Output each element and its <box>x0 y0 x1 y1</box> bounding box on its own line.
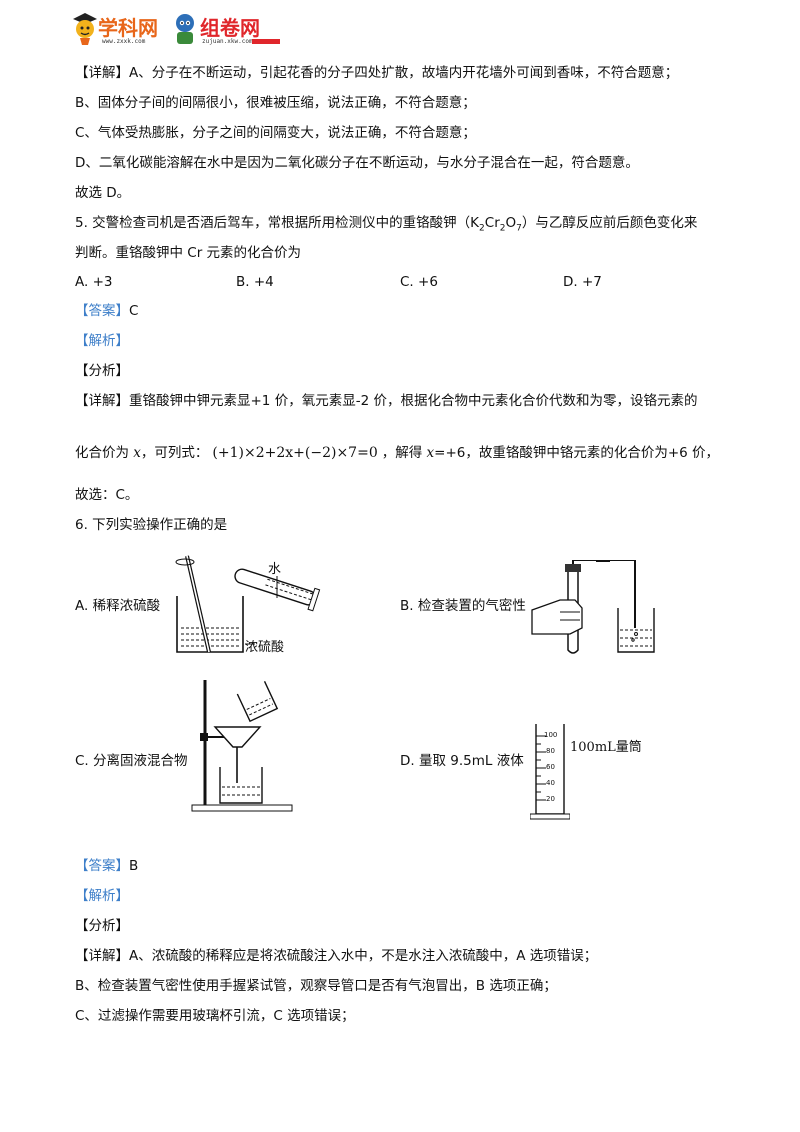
q4-detail-c: C、气体受热膨胀，分子之间的间隔变大，说法正确，不符合题意； <box>75 125 476 141</box>
q4-detail-b: B、固体分子间的间隔很小，很难被压缩，说法正确，不符合题意； <box>75 95 476 111</box>
q5-o: O <box>505 215 517 231</box>
q6-detail-a: A、浓硫酸的稀释应是将浓硫酸注入水中，不是水注入浓硫酸中，A 选项错误； <box>129 948 598 964</box>
cylinder-tick-60: 60 <box>546 763 555 771</box>
q5-choose: 故选：C。 <box>75 487 139 503</box>
q5-variable-x: x <box>133 445 141 461</box>
q5-detail-text2c: ，解得 <box>381 445 427 461</box>
graduate-mascot-icon <box>73 13 97 45</box>
figure-filtration <box>190 675 300 815</box>
logo2-url: zujuan.xkw.com <box>202 38 253 45</box>
q5-detail-text2a: 化合价为 <box>75 445 134 461</box>
q6-option-c: C. 分离固液混合物 <box>75 753 188 769</box>
q5-variable-x2: x <box>426 445 435 461</box>
zujuanwang-logo: 组卷网 zujuan.xkw.com <box>172 8 292 48</box>
figure-cylinder: 100 80 60 40 20 100mL量筒 <box>530 722 670 822</box>
q4-detail-a: A、分子在不断运动，引起花香的分子四处扩散，故墙内开花墙外可闻到香味，不符合题意… <box>129 65 679 81</box>
q5-option-a: A. +3 <box>75 274 113 290</box>
q5-sub-k: 2 <box>479 223 485 234</box>
q5-detail-text2b: ，可列式： <box>140 445 209 461</box>
xuekewang-logo: 学科网 www.zxxk.com <box>70 8 170 48</box>
cylinder-tick-100: 100 <box>544 731 558 739</box>
q6-stem: 6. 下列实验操作正确的是 <box>75 517 228 533</box>
cylinder-tick-80: 80 <box>546 747 555 755</box>
q6-option-d: D. 量取 9.5mL 液体 <box>400 753 524 769</box>
answer-tag: 【答案】 <box>75 858 129 874</box>
q6-option-b: B. 检查装置的气密性 <box>400 598 526 614</box>
logo1-url: www.zxxk.com <box>102 38 146 45</box>
detail-tag: 【详解】 <box>75 65 129 81</box>
q5-detail-line1: 【详解】重铬酸钾中钾元素显+1 价，氧元素显-2 价，根据化合物中元素化合价代数… <box>75 392 697 410</box>
q5-stem-part1: 5. 交警检查司机是否酒后驾车，常根据所用检测仪中的重铬酸钾（K <box>75 215 480 231</box>
q5-sub-o: 7 <box>516 223 522 234</box>
figure-a-water-label: 水 <box>268 562 282 577</box>
q4-choose: 故选 D。 <box>75 185 131 201</box>
q6-fenxi-tag: 【分析】 <box>75 918 129 934</box>
detail-tag: 【详解】 <box>75 393 129 409</box>
q6-detail-b: B、检查装置气密性使用手握紧试管，观察导管口是否有气泡冒出，B 选项正确； <box>75 978 557 994</box>
q5-option-b: B. +4 <box>236 274 274 290</box>
q6-option-a: A. 稀释浓硫酸 <box>75 598 161 614</box>
q5-cr: Cr <box>484 215 500 231</box>
q5-sub-cr: 2 <box>499 223 506 234</box>
cylinder-label: 100mL量筒 <box>570 740 642 755</box>
q5-stem-part2: ）与乙醇反应前后颜色变化来 <box>521 215 698 231</box>
logo2-title: 组卷网 <box>200 16 260 40</box>
q5-answer-value: C <box>129 303 139 319</box>
q5-option-d: D. +7 <box>563 274 602 290</box>
figure-dilution: 水 浓硫酸 <box>165 548 325 658</box>
logo1-title: 学科网 <box>98 16 158 40</box>
q5-fenxi-tag: 【分析】 <box>75 363 129 379</box>
q5-stem-line2: 判断。重铬酸钾中 Cr 元素的化合价为 <box>75 245 302 261</box>
q5-detail-text2d: =+6，故重铬酸钾中铬元素的化合价为+6 价， <box>434 445 720 461</box>
cylinder-tick-20: 20 <box>546 795 555 803</box>
q5-detail-text1: 重铬酸钾中钾元素显+1 价，氧元素显-2 价，根据化合物中元素化合价代数和为零，… <box>129 393 698 409</box>
q6-detail-c: C、过滤操作需要用玻璃杯引流，C 选项错误； <box>75 1008 355 1024</box>
q5-formula: (+1)×2+2x+(−2)×7=0 <box>212 445 378 461</box>
q5-option-c: C. +6 <box>400 274 438 290</box>
q5-detail-line2: 化合价为 x，可列式：(+1)×2+2x+(−2)×7=0，解得 x=+6，故重… <box>75 444 719 462</box>
q6-analysis-tag: 【解析】 <box>75 888 129 904</box>
detail-tag: 【详解】 <box>75 948 129 964</box>
q4-detail-line-a: 【详解】A、分子在不断运动，引起花香的分子四处扩散，故墙内开花墙外可闻到香味，不… <box>75 64 678 82</box>
q5-stem-line1: 5. 交警检查司机是否酒后驾车，常根据所用检测仪中的重铬酸钾（K2Cr2O7）与… <box>75 214 697 238</box>
q6-answer-value: B <box>129 858 139 874</box>
figure-airtightness <box>530 558 660 660</box>
student-mascot-icon <box>176 14 194 44</box>
q5-answer: 【答案】C <box>75 302 138 320</box>
logo2-red-bar <box>252 39 280 44</box>
q5-analysis-tag: 【解析】 <box>75 333 129 349</box>
cylinder-tick-40: 40 <box>546 779 555 787</box>
q4-detail-d: D、二氧化碳能溶解在水中是因为二氧化碳分子在不断运动，与水分子混合在一起，符合题… <box>75 155 639 171</box>
figure-a-acid-label: 浓硫酸 <box>245 640 285 655</box>
q6-answer: 【答案】B <box>75 857 138 875</box>
header-logos: 学科网 www.zxxk.com 组卷网 zujuan.xkw.com <box>70 8 290 48</box>
answer-tag: 【答案】 <box>75 303 129 319</box>
q6-detail-line-a: 【详解】A、浓硫酸的稀释应是将浓硫酸注入水中，不是水注入浓硫酸中，A 选项错误； <box>75 947 597 965</box>
